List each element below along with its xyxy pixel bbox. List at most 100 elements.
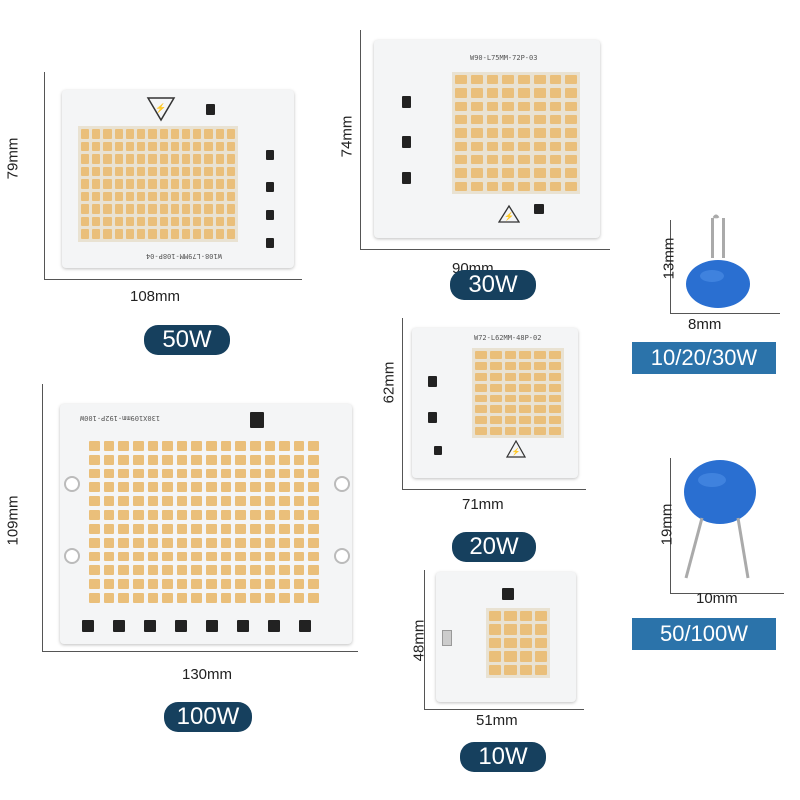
led-chip — [148, 179, 157, 189]
led-chip — [181, 204, 191, 214]
led-chip — [489, 651, 502, 662]
led-chip — [125, 204, 135, 214]
led-chip — [103, 537, 115, 548]
led-chip — [249, 537, 261, 548]
led-chip — [215, 204, 224, 214]
led-chip — [475, 383, 487, 392]
height-label: 48mm — [410, 619, 428, 662]
led-chip — [519, 427, 532, 435]
led-chip — [293, 510, 305, 520]
led-chip — [176, 523, 188, 534]
axis-vertical — [44, 72, 45, 280]
led-chip — [206, 454, 217, 465]
led-chip — [215, 141, 224, 152]
led-chip — [293, 454, 305, 465]
led-chip — [489, 405, 502, 414]
led-chip — [220, 482, 232, 493]
led-chip — [220, 441, 232, 451]
led-chip — [279, 579, 290, 590]
axis-vertical — [670, 220, 671, 314]
silk-text: W90-L75MM-72P-03 — [470, 54, 538, 62]
led-chip — [125, 154, 135, 164]
led-chip — [220, 579, 232, 590]
width-label: 130mm — [182, 666, 233, 683]
led-chip — [89, 468, 100, 479]
led-chip — [170, 216, 179, 227]
svg-text:⚡: ⚡ — [512, 447, 521, 456]
led-chip — [81, 216, 90, 227]
led-chip — [132, 496, 144, 507]
led-chip — [249, 551, 261, 562]
led-chip — [89, 565, 100, 576]
led-chip — [518, 101, 530, 111]
led-chip — [81, 204, 90, 214]
led-chip — [206, 523, 217, 534]
led-chip — [519, 624, 532, 635]
led-chip — [193, 204, 202, 214]
mounting-hole — [334, 476, 350, 492]
led-chip — [125, 129, 135, 139]
led-grid — [86, 438, 322, 606]
pcb-board: 130X109mm-192P-100W — [60, 404, 352, 644]
silk-text: 130X109mm-192P-100W — [80, 414, 161, 422]
led-chip — [455, 128, 467, 138]
led-chip — [125, 229, 135, 239]
pcb-board — [436, 572, 576, 702]
led-chip — [534, 651, 547, 662]
led-chip — [226, 154, 235, 164]
led-chip — [293, 496, 305, 507]
led-chip — [215, 191, 224, 202]
led-chip — [114, 191, 123, 202]
led-chip — [147, 565, 159, 576]
led-chip — [206, 593, 217, 603]
led-chip — [470, 181, 483, 191]
led-chip — [118, 496, 129, 507]
led-chip — [220, 593, 232, 603]
led-chip — [89, 454, 100, 465]
led-chip — [470, 75, 483, 85]
led-chip — [475, 372, 487, 381]
led-chip — [191, 468, 202, 479]
led-chip — [162, 593, 173, 603]
led-chip — [249, 565, 261, 576]
led-chip — [176, 593, 188, 603]
led-chip — [519, 637, 532, 649]
led-chip — [118, 482, 129, 493]
led-chip — [132, 468, 144, 479]
led-chip — [533, 88, 546, 98]
led-chip — [534, 664, 547, 675]
warning-icon: ⚡ — [506, 440, 526, 458]
led-chip — [565, 181, 577, 191]
led-chip — [103, 565, 115, 576]
power-badge: 50W — [144, 325, 230, 355]
led-chip — [191, 565, 202, 576]
led-chip — [549, 88, 562, 98]
led-chip — [220, 454, 232, 465]
led-chip — [162, 468, 173, 479]
led-chip — [159, 216, 168, 227]
led-chip — [533, 128, 546, 138]
height-label: 13mm — [660, 237, 678, 280]
led-chip — [81, 179, 90, 189]
led-chip — [249, 482, 261, 493]
led-chip — [279, 496, 290, 507]
led-chip — [308, 565, 319, 576]
led-chip — [215, 216, 224, 227]
led-chip — [118, 468, 129, 479]
led-chip — [475, 361, 487, 370]
led-chip — [118, 454, 129, 465]
led-chip — [176, 579, 188, 590]
led-chip — [206, 496, 217, 507]
led-chip — [475, 394, 487, 403]
axis-horizontal — [360, 249, 610, 250]
led-chip — [308, 468, 319, 479]
led-chip — [204, 129, 213, 139]
led-chip — [504, 405, 517, 414]
axis-vertical — [360, 30, 361, 250]
varistor-caption: 10/20/30W — [632, 342, 776, 374]
led-chip — [191, 510, 202, 520]
led-chip — [279, 551, 290, 562]
led-chip — [159, 154, 168, 164]
module-100w: 130X109mm-192P-100W 109mm 130mm 100W — [0, 380, 360, 740]
led-chip — [181, 141, 191, 152]
